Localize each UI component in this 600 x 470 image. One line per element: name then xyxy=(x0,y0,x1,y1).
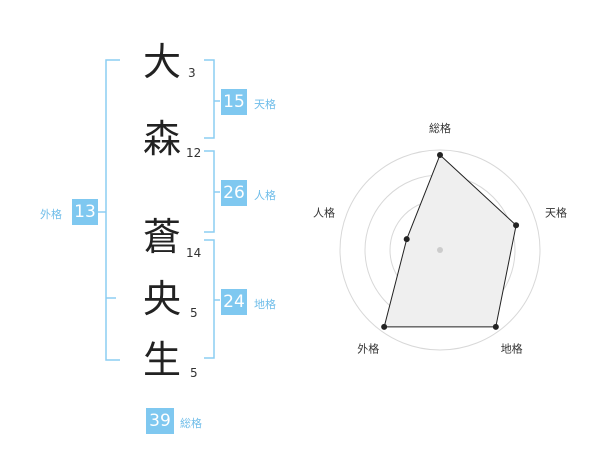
radar-axis-label-4: 人格 xyxy=(313,205,335,219)
jinkaku-value: 26 xyxy=(221,180,247,206)
name-char-4: 央 xyxy=(143,277,182,321)
radar-point-3 xyxy=(381,323,388,330)
radar-axis-label-2: 地格 xyxy=(501,342,523,356)
name-char-3: 蒼 xyxy=(143,215,182,259)
stroke-count-2: 12 xyxy=(186,146,202,160)
jinkaku-bracket xyxy=(204,150,215,233)
radar-point-0 xyxy=(437,152,443,158)
radar-point-1 xyxy=(513,222,520,229)
chikaku-label: 地格 xyxy=(254,298,276,311)
name-char-1: 大 xyxy=(143,40,182,84)
radar-polygon xyxy=(383,154,517,328)
radar-point-4 xyxy=(403,236,410,243)
stroke-count-4: 5 xyxy=(190,306,198,320)
stroke-count-3: 14 xyxy=(186,246,202,260)
soukaku-label: 総格 xyxy=(180,417,202,430)
chikaku-bracket xyxy=(204,239,215,359)
gaikaku-value: 13 xyxy=(72,199,98,225)
name-char-2: 森 xyxy=(143,117,182,161)
soukaku-value: 39 xyxy=(146,408,174,434)
stroke-count-1: 3 xyxy=(188,66,196,80)
name-char-5: 生 xyxy=(143,338,182,382)
radar-point-2 xyxy=(492,323,499,330)
tenkaku-label: 天格 xyxy=(254,98,276,111)
chikaku-value: 24 xyxy=(221,289,247,315)
stroke-count-5: 5 xyxy=(190,366,198,380)
radar-axis-label-1: 天格 xyxy=(545,205,567,219)
radar-axis-label-3: 外格 xyxy=(357,342,379,356)
tenkaku-value: 15 xyxy=(221,89,247,115)
gaikaku-label: 外格 xyxy=(40,208,62,221)
radar-center-dot xyxy=(437,247,443,253)
gaikaku-bracket xyxy=(105,59,120,361)
jinkaku-label: 人格 xyxy=(254,189,276,202)
radar-axis-label-0: 総格 xyxy=(429,121,451,135)
tenkaku-bracket xyxy=(204,59,215,139)
radar-ring-4 xyxy=(339,149,541,351)
